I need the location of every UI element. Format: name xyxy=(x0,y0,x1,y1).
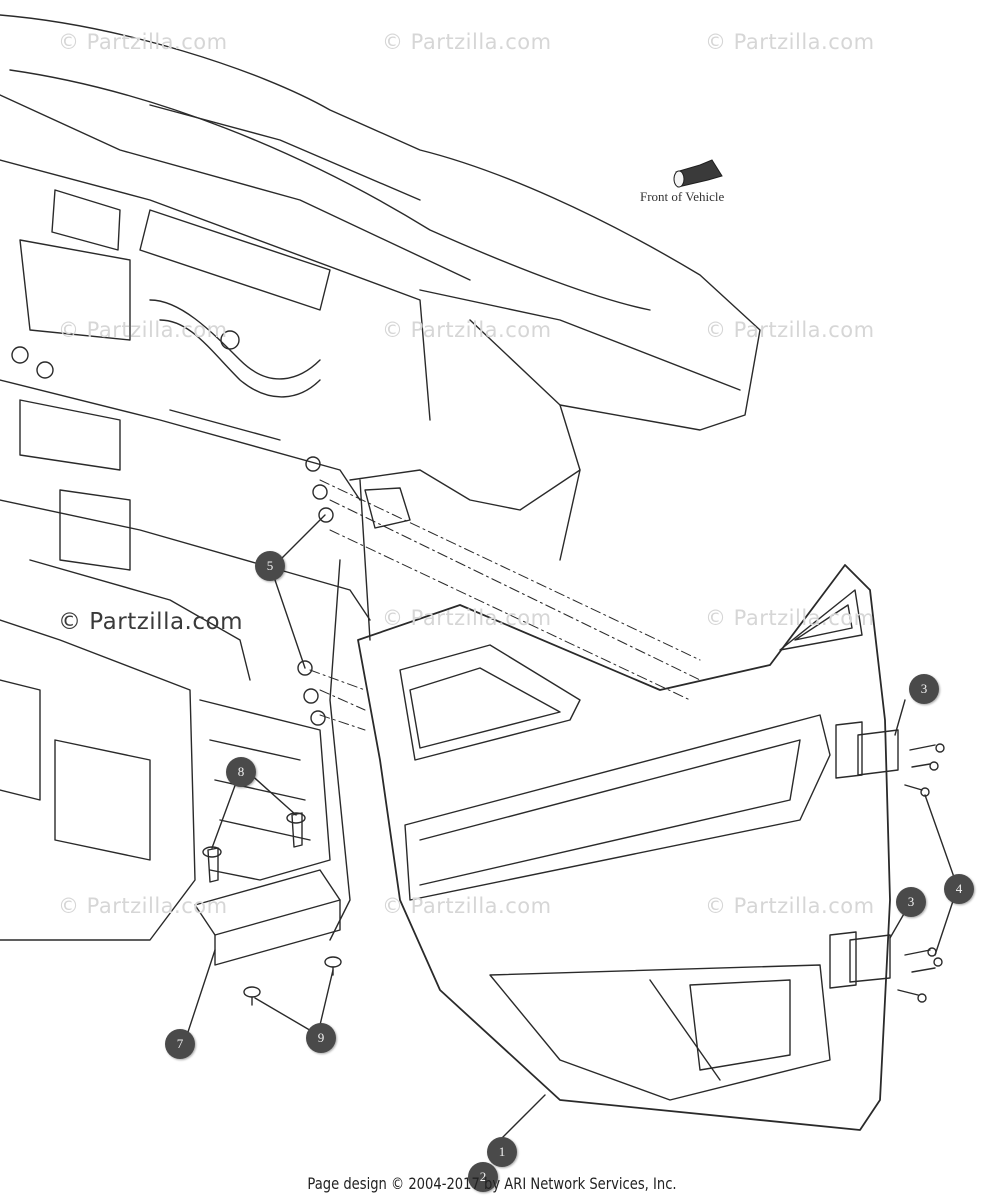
watermark: © Partzilla.com xyxy=(58,30,228,54)
callout-3-lower[interactable]: 3 xyxy=(896,887,926,917)
watermark: © Partzilla.com xyxy=(58,894,228,918)
callout-5[interactable]: 5 xyxy=(255,551,285,581)
watermark: © Partzilla.com xyxy=(705,318,875,342)
front-of-vehicle-label: Front of Vehicle xyxy=(640,189,725,204)
watermark: © Partzilla.com xyxy=(705,894,875,918)
watermark: © Partzilla.com xyxy=(705,606,875,630)
watermark: © Partzilla.com xyxy=(58,609,243,635)
callout-7[interactable]: 7 xyxy=(165,1029,195,1059)
callout-1[interactable]: 1 xyxy=(487,1137,517,1167)
watermark: © Partzilla.com xyxy=(382,318,552,342)
callout-2[interactable]: 2 xyxy=(468,1162,498,1192)
callout-8[interactable]: 8 xyxy=(226,757,256,787)
watermark: © Partzilla.com xyxy=(705,30,875,54)
copyright-footer: Page design © 2004-2017 by ARI Network S… xyxy=(307,1174,677,1193)
arrow-icon xyxy=(673,159,723,188)
callout-4[interactable]: 4 xyxy=(944,874,974,904)
callout-9[interactable]: 9 xyxy=(306,1023,336,1053)
callout-3-upper[interactable]: 3 xyxy=(909,674,939,704)
watermark: © Partzilla.com xyxy=(382,894,552,918)
watermark: © Partzilla.com xyxy=(382,30,552,54)
watermark: © Partzilla.com xyxy=(58,318,228,342)
watermark: © Partzilla.com xyxy=(382,606,552,630)
